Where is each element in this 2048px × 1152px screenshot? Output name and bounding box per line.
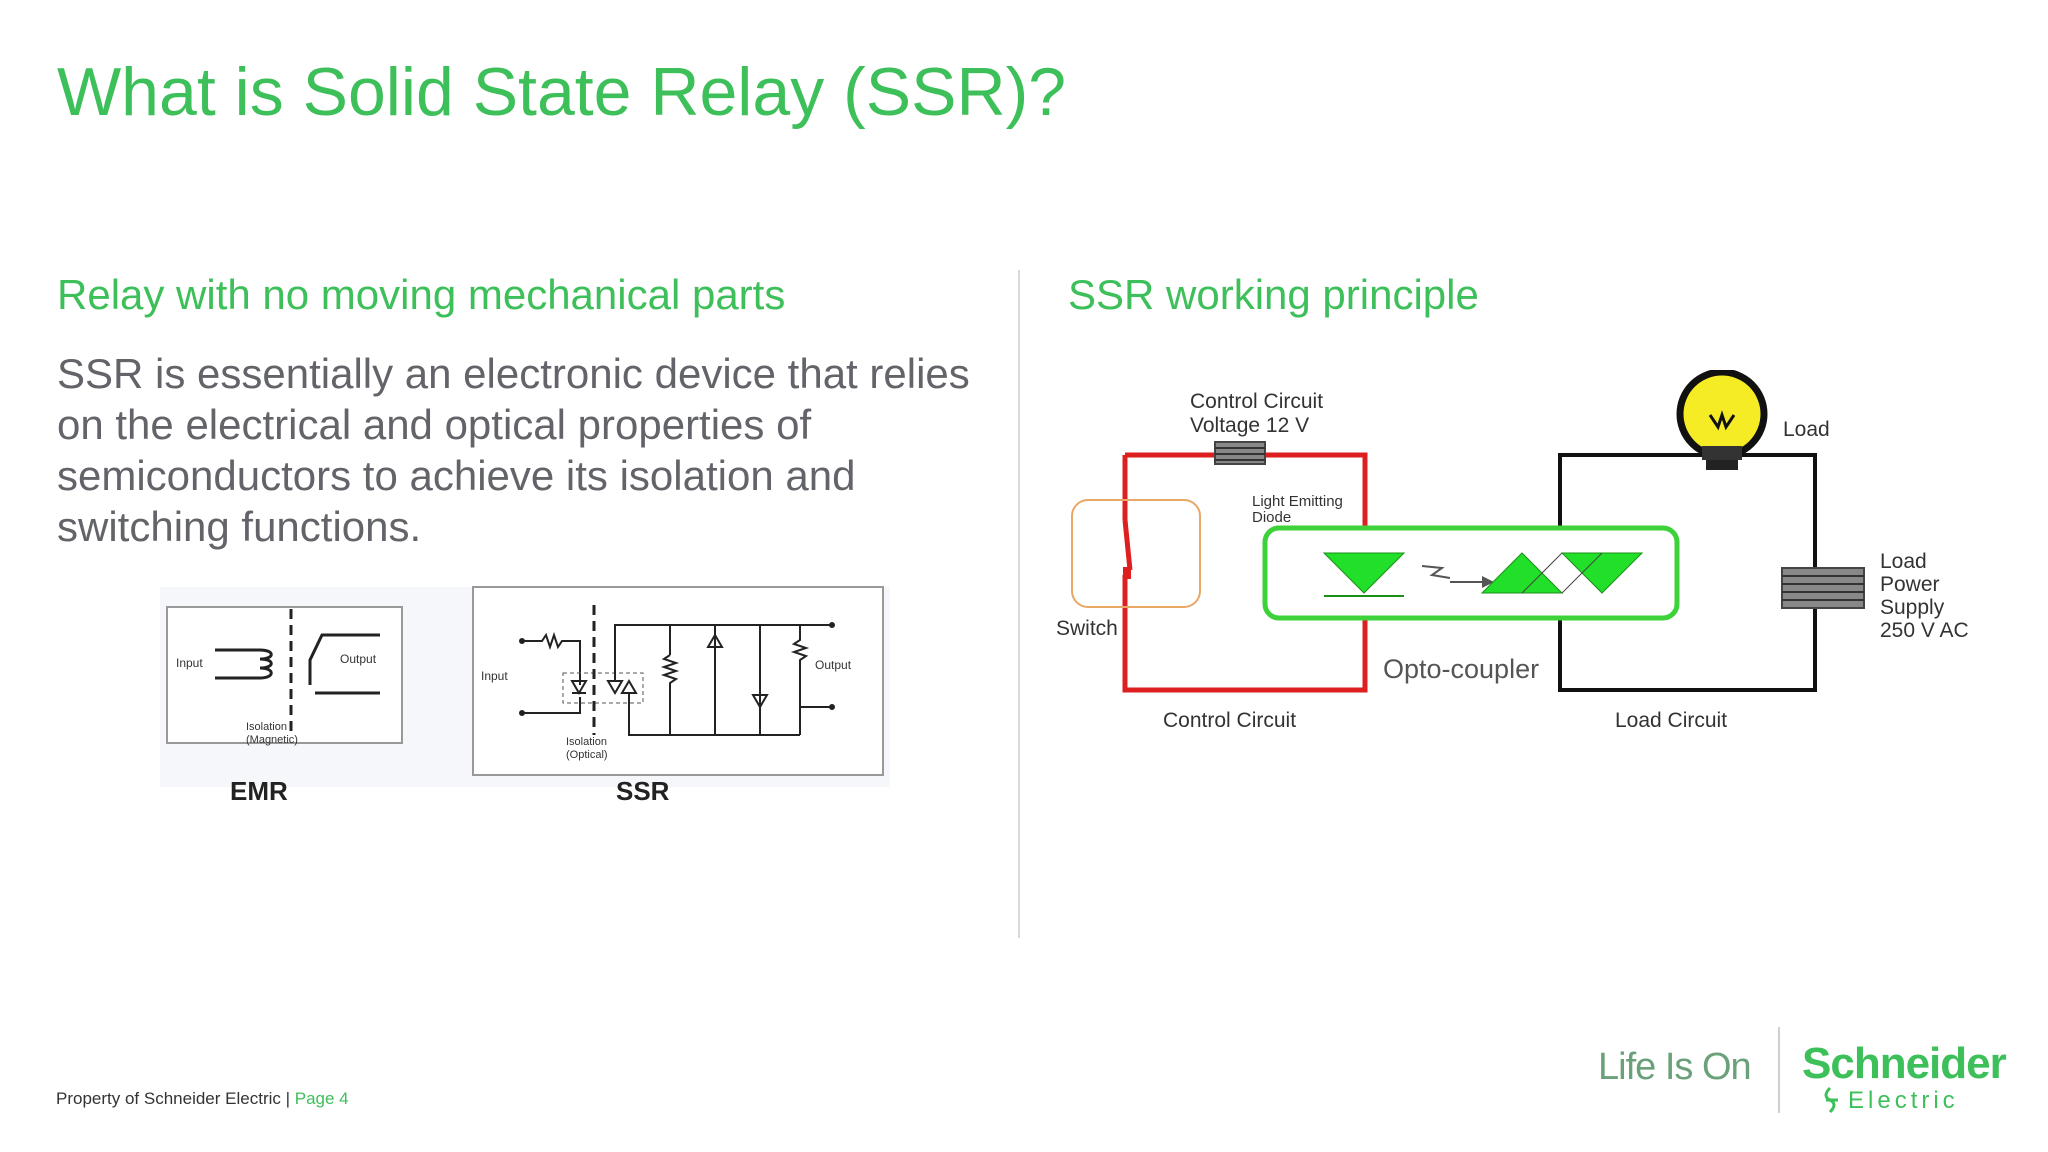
ssr-caption: SSR — [616, 776, 670, 806]
tagline: Life Is On — [1598, 1046, 1752, 1088]
light-bulb-icon — [1676, 370, 1768, 470]
control-battery-icon — [1214, 441, 1266, 465]
supply-label-3: Supply — [1880, 596, 1945, 619]
control-voltage-label: Control Circuit — [1190, 390, 1323, 413]
ssr-isolation-label: Isolation — [566, 736, 607, 748]
ssr-output-label: Output — [815, 658, 852, 672]
load-circuit-label: Load Circuit — [1615, 709, 1727, 732]
right-heading: SSR working principle — [1068, 271, 1479, 318]
emr-diagram: Input Output Isolation (Magnetic) — [166, 606, 403, 746]
control-circuit-wire — [1122, 452, 1368, 693]
control-voltage-value: Voltage 12 V — [1190, 414, 1309, 437]
schneider-electric-logo: Schneider Electric — [1802, 1040, 2008, 1114]
emr-ssr-figure: Input Output Isolation (Magnetic) EMR In… — [160, 586, 890, 806]
footer-property: Property of Schneider Electric | Page 4 — [56, 1089, 349, 1109]
supply-label-4: 250 V AC — [1880, 619, 1969, 642]
ssr-diagram: Input Output Isolation (Optical) — [472, 586, 884, 776]
left-heading: Relay with no moving mechanical parts — [57, 271, 786, 318]
led-label: Light Emitting — [1252, 493, 1343, 510]
load-label: Load — [1783, 418, 1830, 441]
footer-property-text: Property of Schneider Electric | — [56, 1089, 295, 1108]
body-paragraph: SSR is essentially an electronic device … — [57, 350, 970, 550]
ssr-input-label: Input — [481, 669, 508, 683]
ssr-principle-figure: Control Circuit Voltage 12 V Light Emitt… — [1056, 370, 1969, 732]
page-number: Page 4 — [294, 1089, 349, 1108]
logo-symbol-icon — [1824, 1086, 1838, 1114]
control-circuit-label: Control Circuit — [1163, 709, 1296, 732]
switch-label: Switch — [1056, 617, 1118, 640]
optocoupler-label: Opto-coupler — [1383, 654, 1539, 684]
emr-input-label: Input — [176, 656, 203, 670]
optocoupler-icon — [1262, 525, 1680, 621]
load-power-supply-icon — [1781, 567, 1865, 609]
emr-isolation-label: Isolation — [246, 721, 287, 733]
column-divider — [1018, 270, 1020, 938]
emr-isolation-type: (Magnetic) — [246, 734, 298, 746]
led-label-line2: Diode — [1252, 509, 1291, 526]
supply-label-1: Load — [1880, 550, 1927, 573]
slide-title: What is Solid State Relay (SSR)? — [57, 54, 1067, 130]
switch-icon — [1071, 499, 1201, 608]
emr-output-label: Output — [340, 652, 377, 666]
ssr-isolation-type: (Optical) — [566, 749, 608, 761]
supply-label-2: Power — [1880, 573, 1940, 596]
logo-subtext: Electric — [1848, 1087, 1959, 1114]
logo-wordmark: Schneider — [1802, 1040, 2007, 1088]
emr-caption: EMR — [230, 776, 288, 806]
logo-separator — [1778, 1027, 1780, 1113]
